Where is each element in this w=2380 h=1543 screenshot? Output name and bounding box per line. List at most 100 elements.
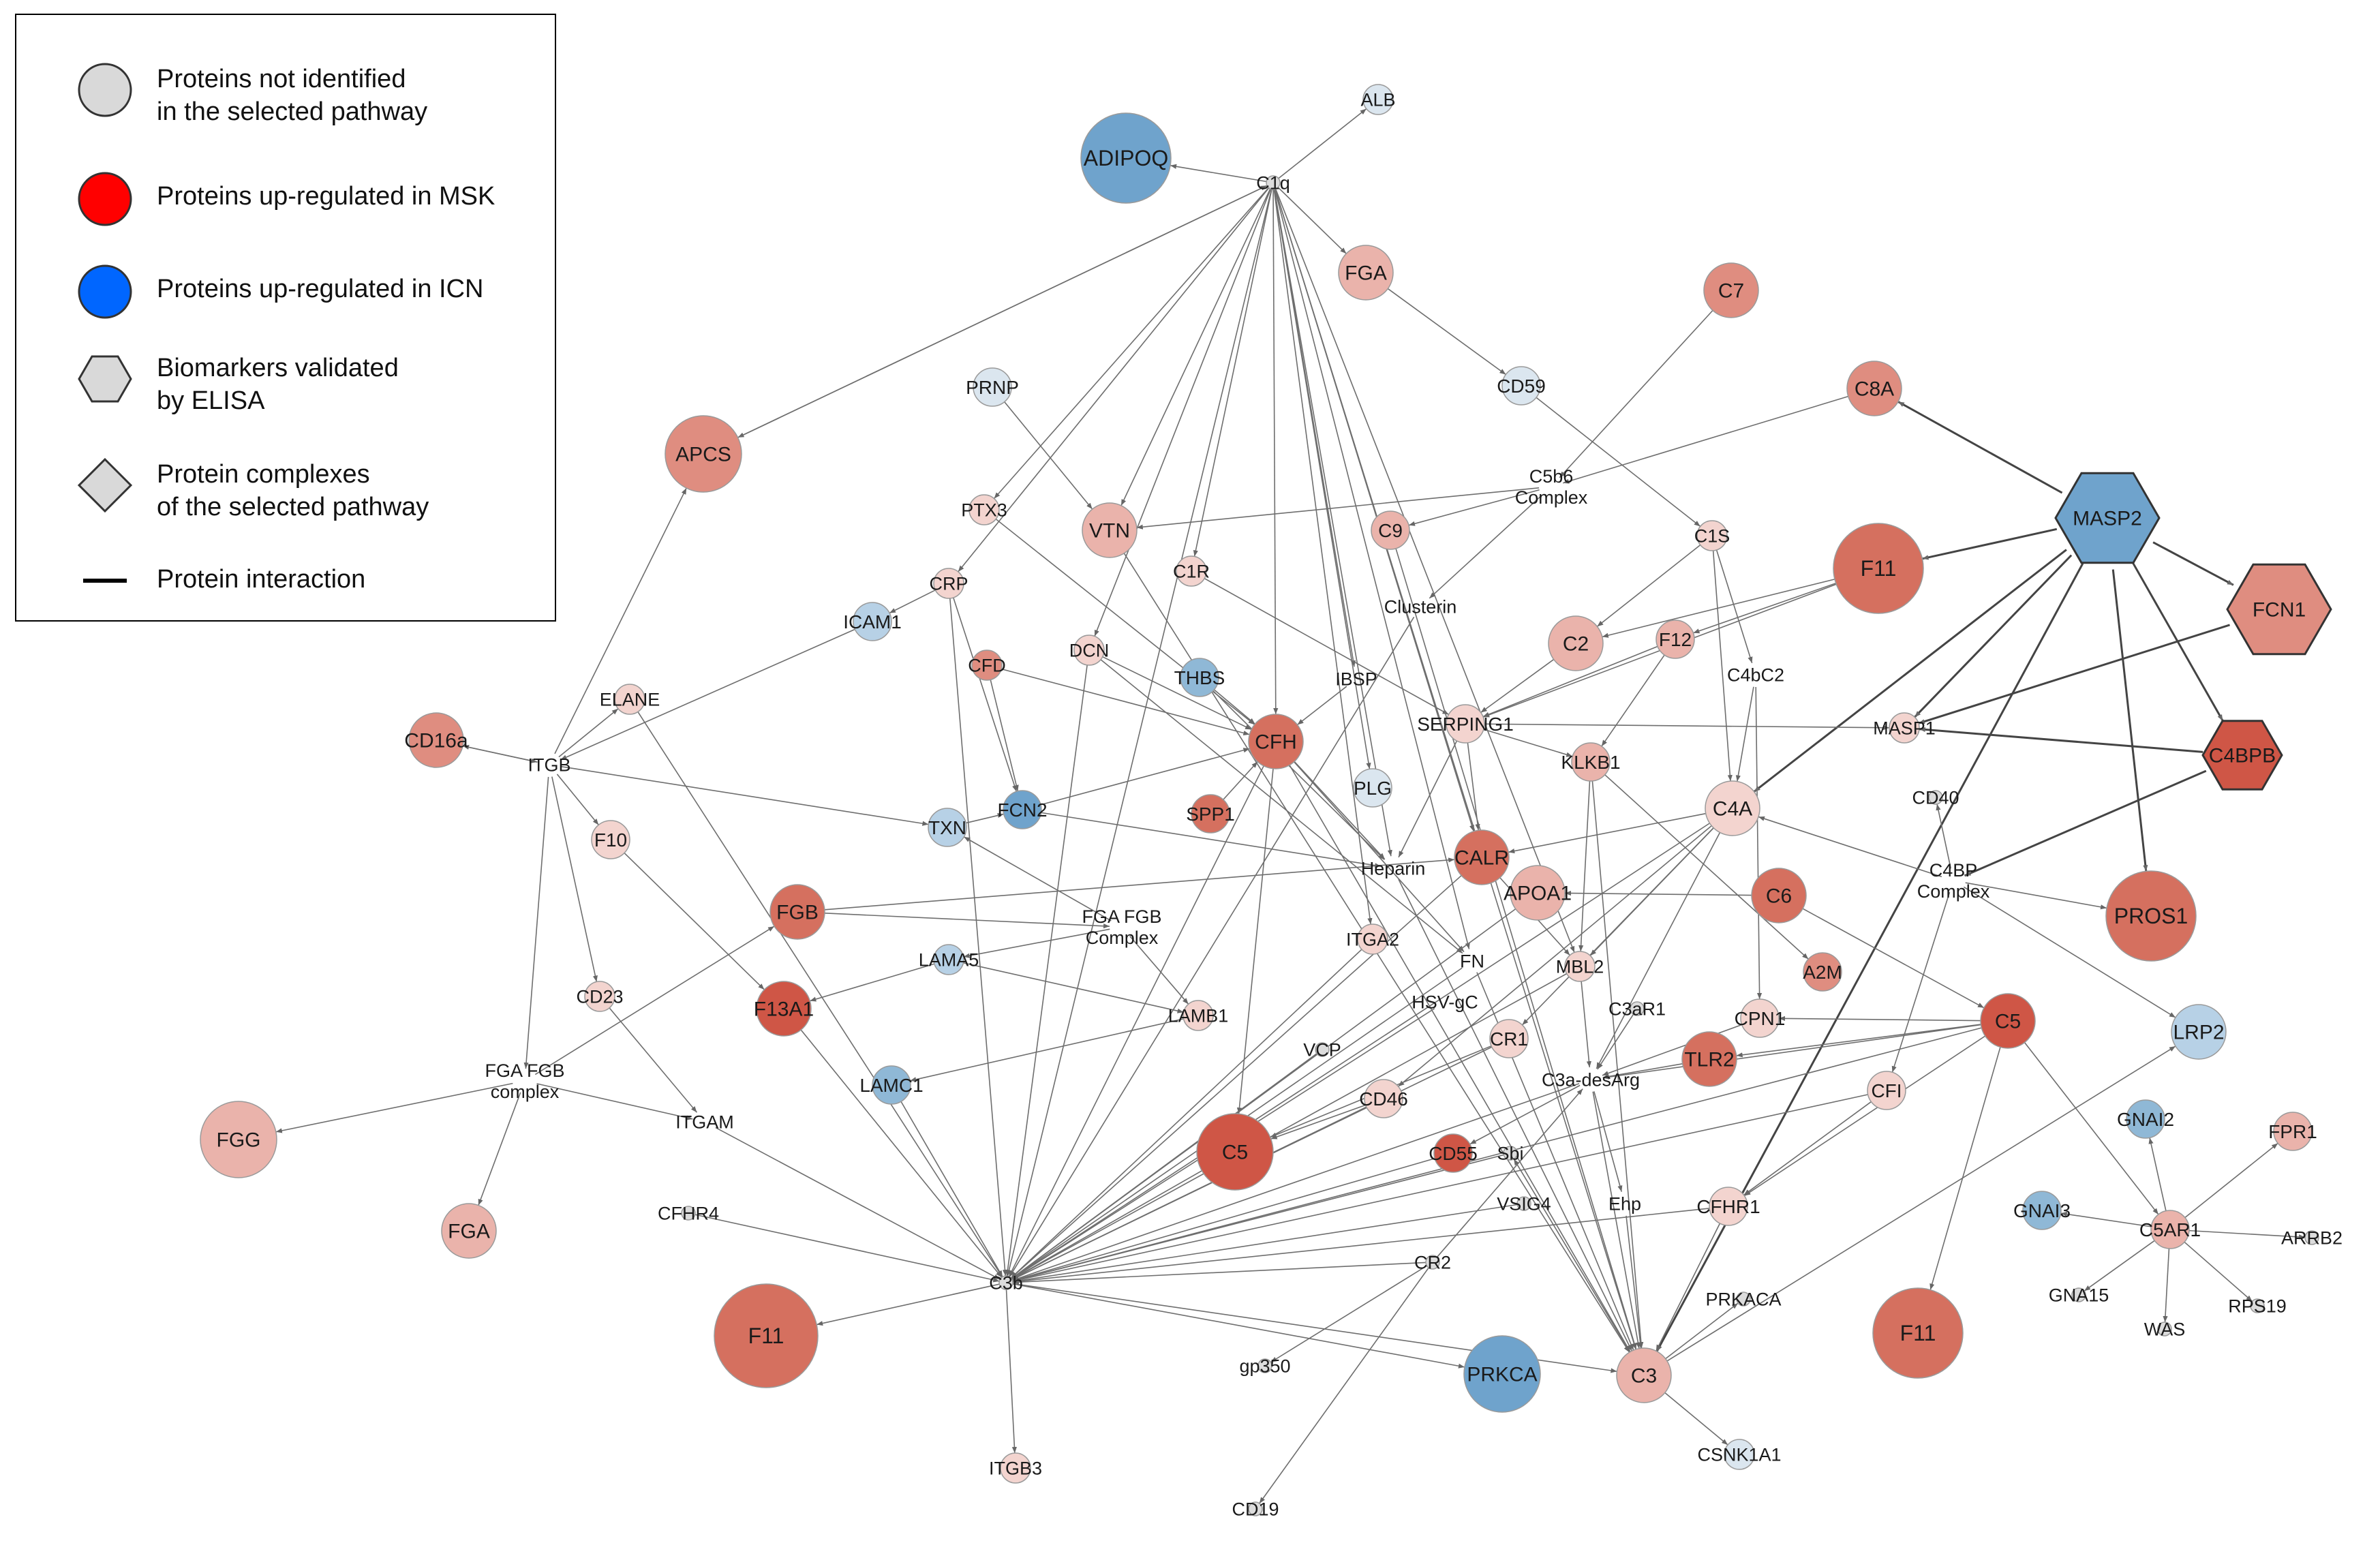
node-ptx3: PTX3: [961, 494, 1007, 525]
node-label: F11: [748, 1324, 784, 1348]
interaction-edge: [1236, 768, 1274, 1114]
interaction-edge: [2188, 1229, 2306, 1240]
node-label: PRKCA: [1467, 1364, 1537, 1386]
node-dcn: DCN: [1069, 635, 1109, 666]
node-label: A2M: [1803, 962, 1842, 983]
circle-shape: [872, 1065, 911, 1105]
interaction-edge: [1008, 765, 1264, 1277]
node-cr2: CR2: [1414, 1252, 1451, 1272]
interaction-edge: [1100, 659, 1463, 954]
node-ehp: Ehp: [1608, 1193, 1641, 1214]
circle-shape: [1681, 1031, 1737, 1087]
interaction-edge: [958, 187, 1270, 572]
circle-shape: [1364, 1079, 1403, 1118]
legend-line: Biomarkers validated: [157, 354, 399, 382]
legend-item-interaction: Protein interaction: [16, 547, 555, 628]
circle-shape: [408, 712, 464, 768]
node-label: CSNK1A1: [1697, 1444, 1781, 1465]
node-c3adesarg: C3a-desArg: [1542, 1069, 1640, 1090]
node-label: MASP1: [1873, 718, 1936, 738]
interaction-edge: [1656, 563, 2084, 1352]
circle-shape: [1724, 1439, 1755, 1470]
node-fga_bot: FGA: [441, 1203, 497, 1259]
blue-circle-icon: [78, 264, 132, 319]
legend-line: Proteins not identified: [157, 65, 406, 93]
node-serping1: SERPING1: [1417, 704, 1514, 744]
node-label: CFHR1: [1696, 1196, 1760, 1217]
node-label: C8A: [1855, 378, 1894, 401]
circle-shape: [1867, 1071, 1906, 1110]
interaction-edge: [1012, 1158, 1435, 1282]
node-c1r: C1R: [1173, 555, 1210, 587]
node-label: Sbi: [1497, 1143, 1523, 1163]
circle-shape: [933, 568, 964, 599]
interaction-edge: [1213, 689, 1255, 724]
node-cd46: CD46: [1359, 1079, 1408, 1118]
node-label: CD23: [576, 986, 623, 1007]
node-label: RPS19: [2228, 1296, 2287, 1316]
node-hsvgc: HSV-gC: [1412, 992, 1478, 1012]
circle-shape: [998, 1275, 1013, 1290]
circle-shape: [1191, 794, 1230, 834]
circle-shape: [1257, 1358, 1272, 1373]
node-fgg: FGG: [200, 1101, 277, 1178]
node-label: TLR2: [1684, 1049, 1734, 1071]
node-label: C4BPB: [2209, 745, 2276, 767]
interaction-edge: [1712, 550, 1733, 782]
node-lama5: LAMA5: [919, 944, 979, 975]
interaction-edge: [1891, 891, 1951, 1073]
circle-shape: [1463, 1335, 1541, 1413]
node-label: IBSP: [1335, 669, 1377, 689]
interaction-edge: [1513, 1159, 1631, 1353]
circle-shape: [1073, 635, 1105, 666]
node-label: PRNP: [966, 377, 1019, 398]
circle-shape: [1446, 704, 1485, 744]
node-label: C1S: [1694, 525, 1730, 546]
node-label: PROS1: [2114, 904, 2188, 928]
node-fn: FN: [1460, 951, 1484, 971]
node-label: C5AR1: [2139, 1219, 2201, 1240]
node-gna15: GNA15: [2049, 1285, 2109, 1305]
node-label: C3: [1631, 1365, 1657, 1388]
interaction-edge: [824, 857, 1455, 911]
node-label: ITGB3: [989, 1458, 1042, 1478]
circle-shape: [1736, 1292, 1751, 1307]
circle-shape: [1872, 1287, 1964, 1379]
node-c3ar1: C3aR1: [1608, 998, 1666, 1019]
interaction-edge: [1918, 624, 2230, 724]
circle-shape: [1803, 952, 1842, 992]
node-clusterin: Clusterin: [1384, 596, 1457, 617]
legend-label: Proteins up-regulated in ICN: [157, 273, 538, 305]
node-lrp2: LRP2: [2171, 1004, 2227, 1060]
circle-shape: [1656, 620, 1695, 659]
interaction-edge: [810, 963, 935, 1002]
circle-shape: [933, 944, 964, 975]
interaction-edge: [2084, 1240, 2155, 1292]
interaction-edge: [1564, 890, 1752, 896]
interaction-edge: [953, 597, 1018, 792]
node-f11_a: F11: [1833, 523, 1924, 614]
node-label: APOA1: [1504, 883, 1572, 905]
circle-shape: [1196, 1113, 1274, 1191]
circle-shape: [1433, 1133, 1473, 1173]
node-label: CALR: [1454, 847, 1509, 870]
interaction-edge: [1387, 288, 1506, 376]
node-label: C4bC2: [1727, 664, 1784, 685]
interaction-edge: [1604, 774, 1809, 960]
node-c8a: C8A: [1846, 361, 1902, 416]
node-arrb2: ARRB2: [2281, 1227, 2343, 1248]
interaction-edge: [1589, 827, 1714, 956]
interaction-edge: [1581, 981, 1591, 1068]
node-label: CD16a: [404, 730, 468, 752]
node-alb: ALB: [1360, 84, 1396, 115]
circle-shape: [1183, 1000, 1214, 1031]
circle-shape: [973, 367, 1012, 407]
interaction-edge: [1012, 1283, 1465, 1369]
node-label: FGA: [448, 1221, 490, 1243]
legend-item-icn: Proteins up-regulated in ICN: [16, 258, 555, 339]
circle-shape: [1889, 712, 1920, 744]
